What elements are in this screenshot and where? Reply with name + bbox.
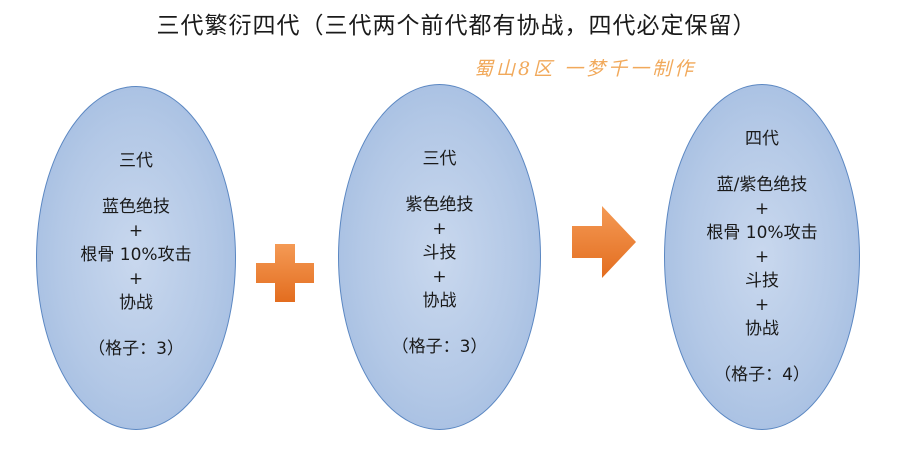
node-line: + [128,221,144,241]
node-heading: 三代 [119,151,153,171]
node-line: + [128,269,144,289]
node-heading: 四代 [745,129,779,149]
node-content: 四代 蓝/紫色绝技 + 根骨 10%攻击 + 斗技 + 协战 （格子：4） [665,127,859,387]
node-line: 紫色绝技 [405,195,474,215]
node-line: 根骨 10%攻击 [80,245,192,265]
node-slots: （格子：3） [88,339,184,359]
node-line: 协战 [119,293,153,313]
node-line: + [432,219,447,239]
node-line: 根骨 10%攻击 [706,223,818,243]
node-line: 蓝/紫色绝技 [716,175,808,195]
parent-node-2: 三代 紫色绝技 + 斗技 + 协战 （格子：3） [338,84,541,430]
node-slots: （格子：4） [714,365,810,385]
node-slots: （格子：3） [391,337,488,357]
child-node: 四代 蓝/紫色绝技 + 根骨 10%攻击 + 斗技 + 协战 （格子：4） [664,84,860,430]
node-line: 协战 [745,319,779,339]
page-title: 三代繁衍四代（三代两个前代都有协战，四代必定保留） [156,13,757,39]
node-line: + [754,199,770,219]
node-line: + [432,267,447,287]
node-content: 三代 紫色绝技 + 斗技 + 协战 （格子：3） [339,147,540,359]
node-content: 三代 蓝色绝技 + 根骨 10%攻击 + 协战 （格子：3） [37,149,235,361]
right-arrow-icon [572,206,636,278]
parent-node-1: 三代 蓝色绝技 + 根骨 10%攻击 + 协战 （格子：3） [36,86,236,430]
node-line: + [754,247,770,267]
plus-icon [256,244,314,302]
node-line: 协战 [422,291,457,311]
node-line: 斗技 [745,271,779,291]
node-line: + [754,295,770,315]
watermark: 蜀山8区 一梦千一制作 [474,58,697,80]
node-line: 斗技 [422,243,457,263]
node-line: 蓝色绝技 [102,197,170,217]
node-heading: 三代 [422,149,457,169]
